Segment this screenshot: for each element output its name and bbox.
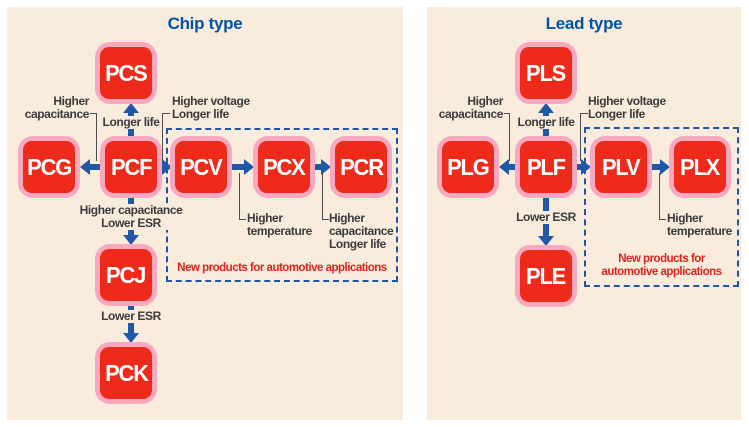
arrow-right-icon-pcx-to-pcr [312,159,331,175]
product-box-pls: PLS [515,42,577,104]
product-box-pck: PCK [95,342,157,404]
product-label-pcf: PCF [110,153,152,180]
product-box-pcv-face: PCV [175,141,227,193]
product-box-ple: PLE [515,245,577,307]
label-lower-esr: Lower ESR [516,210,576,224]
product-box-pcr-face: PCR [335,141,387,193]
product-box-plf-face: PLF [520,141,572,193]
connector-line-higher-voltage [580,113,588,161]
connector-line-higher-voltage [162,113,170,161]
arrow-left-icon-plf-to-plg [499,159,517,175]
arrow-left-icon-pcf-to-pcg [80,159,102,175]
label-higher-capacitance-longer-life: Higher capacitance Longer life [329,211,394,251]
product-label-plv: PLV [602,153,641,180]
product-box-pls-face: PLS [520,47,572,99]
product-label-pck: PCK [104,359,149,386]
product-label-pls: PLS [526,59,566,86]
label-higher-capacitance-lower-esr: Higher capacitance Lower ESR [61,204,201,230]
panel-chip-type: Chip type PCS PCG PCF PCV PCX PCR PCJ PC… [7,7,403,420]
connector-line-higher-capacitance-longer-life [322,173,329,220]
product-box-pcx: PCX [253,136,315,198]
product-box-pcx-face: PCX [258,141,310,193]
label-higher-capacitance: Higher capacitance [438,94,504,121]
product-label-plg: PLG [447,153,490,180]
arrow-right-icon-plf-to-plv [573,159,591,175]
product-box-plv: PLV [590,136,652,198]
connector-line-higher-temperature [659,173,666,220]
product-box-pcs: PCS [95,42,157,104]
label-higher-voltage-longer-life: Higher voltage Longer life [588,94,666,121]
product-box-pcg: PCG [18,136,80,198]
connector-line-higher-capacitance [504,113,510,161]
label-higher-temperature: Higher temperature [667,211,732,238]
connector-line-higher-capacitance [90,113,97,161]
product-label-plx: PLX [680,153,720,180]
product-label-pcg: PCG [27,153,72,180]
panel-title-chip-type: Chip type [167,14,243,33]
arrow-right-icon-pcv-to-pcx [231,159,254,175]
product-label-ple: PLE [526,262,566,289]
panel-title-lead-type: Lead type [545,14,623,33]
product-box-plx-face: PLX [674,141,726,193]
note-automotive-chip: New products for automotive applications [177,262,387,274]
product-box-pcr: PCR [330,136,392,198]
product-box-pck-face: PCK [100,347,152,399]
product-box-pcf-face: PCF [105,141,157,193]
product-box-pcj-face: PCJ [100,249,152,301]
product-label-pcs: PCS [105,59,148,86]
label-lower-esr: Lower ESR [101,309,161,323]
product-box-pcg-face: PCG [23,141,75,193]
product-box-plg-face: PLG [442,141,494,193]
product-box-plv-face: PLV [595,141,647,193]
note-automotive-lead: New products for automotive applications [601,253,722,278]
product-label-plf: PLF [527,153,566,180]
automotive-group-border-lead [584,127,739,287]
product-label-pcv: PCV [180,153,223,180]
product-box-pcf: PCF [100,136,162,198]
label-longer-life: Longer life [516,115,576,129]
label-higher-voltage-longer-life: Higher voltage Longer life [172,94,250,121]
product-label-pcx: PCX [263,153,306,180]
label-higher-capacitance: Higher capacitance [24,94,90,121]
connector-line-higher-temperature [239,173,246,220]
product-box-ple-face: PLE [520,250,572,302]
product-box-plx: PLX [669,136,731,198]
product-box-pcj: PCJ [95,244,157,306]
product-box-plg: PLG [437,136,499,198]
product-box-plf: PLF [515,136,577,198]
label-higher-temperature: Higher temperature [247,211,312,238]
label-longer-life: Longer life [101,115,161,129]
product-label-pcj: PCJ [106,261,146,288]
product-box-pcs-face: PCS [100,47,152,99]
product-label-pcr: PCR [339,153,384,180]
arrow-right-icon-plv-to-plx [648,159,670,175]
product-box-pcv: PCV [170,136,232,198]
panel-lead-type: Lead type PLS PLG PLF PLV PLX PLE [427,7,741,420]
